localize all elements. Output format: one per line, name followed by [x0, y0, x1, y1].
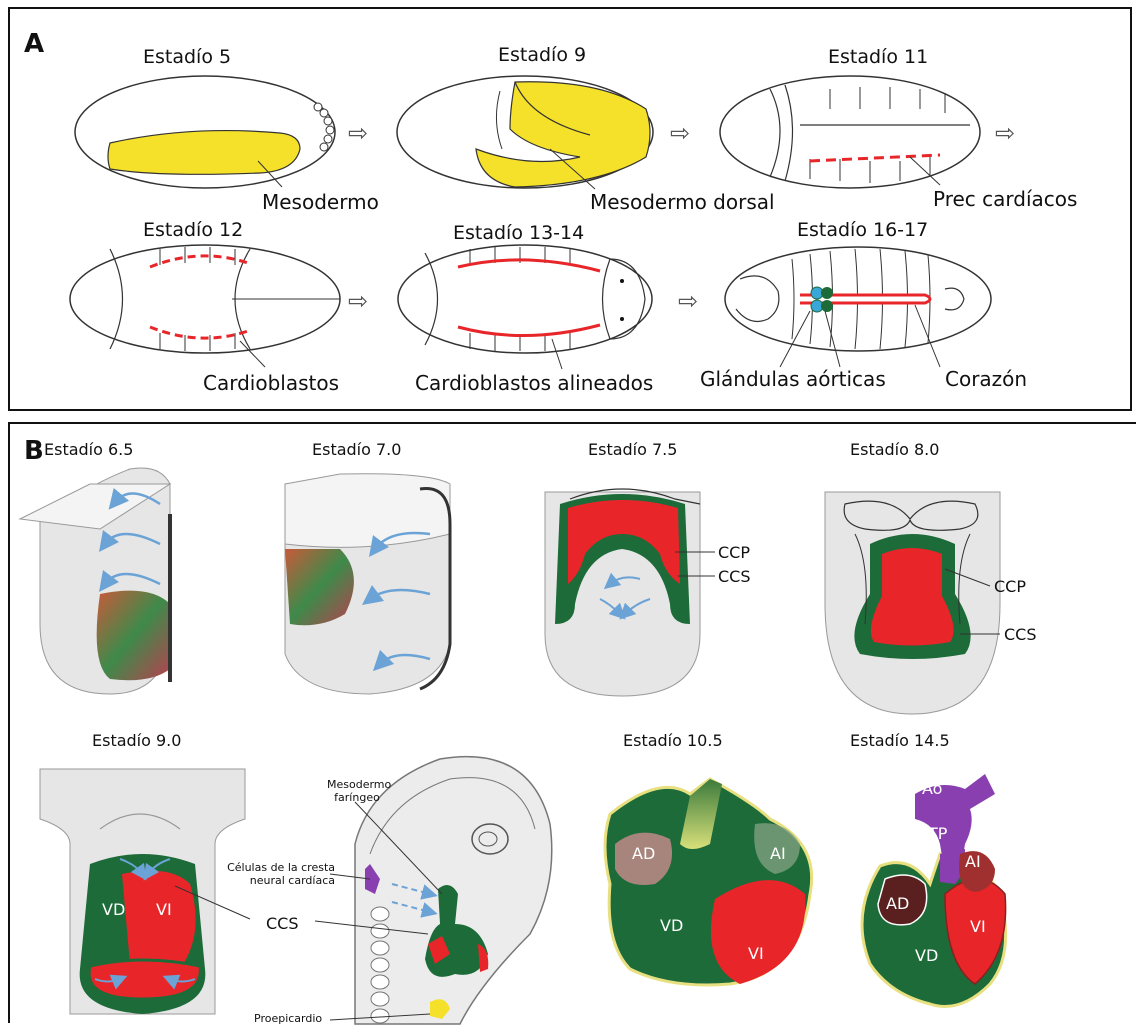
label-vd-9-0: VD — [102, 900, 125, 919]
stage11-embryo — [720, 76, 980, 188]
label-ccs-7-5: CCS — [718, 567, 751, 586]
label-mesodermo: Mesodermo — [262, 190, 379, 214]
label-ad-14-5: AD — [886, 894, 909, 913]
arrow-a5-icon: ⇨ — [678, 287, 698, 315]
stage7-0-embryo — [285, 474, 450, 694]
label-vd-10-5: VD — [660, 916, 683, 935]
stage-label-5: Estadío 5 — [143, 46, 231, 68]
stage9-embryo — [397, 76, 653, 189]
stage-label-9: Estadío 9 — [498, 44, 586, 66]
heart-14-5 — [862, 774, 1006, 1007]
arrow-a1-icon: ⇨ — [348, 119, 368, 147]
label-ai-14-5: AI — [965, 852, 981, 871]
arrow-a2-icon: ⇨ — [670, 119, 690, 147]
label-ccp-7-5: CCP — [718, 543, 750, 562]
stage-label-12: Estadío 12 — [143, 219, 243, 241]
label-celulas-cresta: Células de la cresta neural cardíaca — [220, 861, 335, 887]
label-cardioblastos: Cardioblastos — [203, 371, 339, 395]
stage16-embryo — [725, 247, 991, 367]
label-vi-9-0: VI — [156, 900, 172, 919]
stage-label-13-14: Estadío 13-14 — [453, 222, 584, 244]
label-ccs-8-0: CCS — [1004, 625, 1037, 644]
stage-label-9-0: Estadío 9.0 — [92, 731, 181, 750]
stage13-embryo — [398, 245, 652, 369]
label-mesodermo-faringeo: Mesodermo faríngeo — [327, 778, 387, 804]
stage-label-10-5: Estadío 10.5 — [623, 731, 723, 750]
panel-b: B — [8, 422, 1136, 1023]
label-ai-10-5: AI — [770, 844, 786, 863]
label-cardioblastos-alineados: Cardioblastos alineados — [415, 371, 653, 395]
stage-label-14-5: Estadío 14.5 — [850, 731, 950, 750]
stage-label-8-0: Estadío 8.0 — [850, 440, 939, 459]
label-ad-10-5: AD — [632, 844, 655, 863]
label-ccp-8-0: CCP — [994, 577, 1026, 596]
label-tp: TP — [928, 824, 947, 843]
label-ccs-9-0: CCS — [266, 914, 299, 933]
panel-b-drawings — [10, 424, 1136, 1025]
label-vi-10-5: VI — [748, 944, 764, 963]
stage-label-6-5: Estadío 6.5 — [44, 440, 133, 459]
label-corazon: Corazón — [945, 367, 1027, 391]
panel-a-drawings: ⇨ ⇨ ⇨ — [10, 9, 1134, 413]
panel-a: A ⇨ ⇨ — [8, 7, 1132, 411]
label-proepicardio: Proepicardio — [254, 1012, 322, 1025]
heart-10-5 — [605, 779, 812, 985]
label-ao: Ao — [922, 779, 942, 798]
stage5-embryo — [75, 76, 335, 188]
stage8-0-embryo — [825, 492, 1000, 714]
stage6-5-embryo — [20, 468, 170, 694]
arrow-a3-icon: ⇨ — [995, 119, 1015, 147]
label-prec-cardiacos: Prec cardíacos — [933, 187, 1077, 211]
label-vi-14-5: VI — [970, 917, 986, 936]
stage-label-16-17: Estadío 16-17 — [797, 219, 928, 241]
stage-label-7-0: Estadío 7.0 — [312, 440, 401, 459]
stage-label-7-5: Estadío 7.5 — [588, 440, 677, 459]
stage9-0-embryo — [40, 769, 250, 1014]
arrow-a4-icon: ⇨ — [348, 287, 368, 315]
label-vd-14-5: VD — [915, 946, 938, 965]
label-glandulas-aorticas: Glándulas aórticas — [700, 367, 886, 391]
stage-label-11: Estadío 11 — [828, 46, 928, 68]
label-mesodermo-dorsal: Mesodermo dorsal — [590, 190, 775, 214]
stage12-embryo — [70, 245, 340, 367]
stage7-5-embryo — [545, 489, 715, 696]
